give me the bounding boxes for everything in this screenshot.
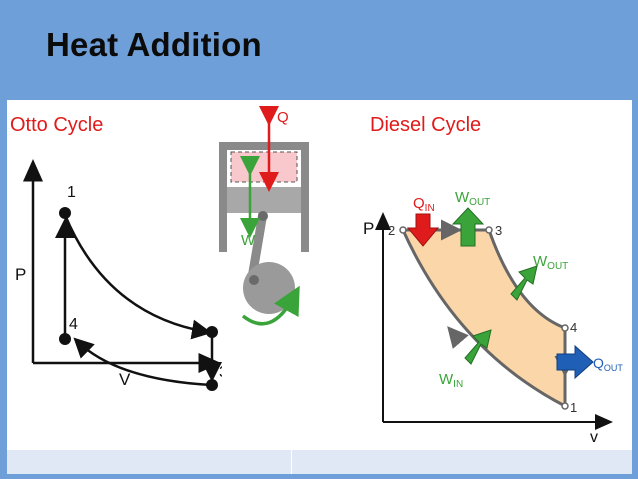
diesel-point-label-2: 2	[388, 223, 395, 238]
otto-p-label: P	[15, 265, 26, 284]
diesel-path-arrow-bottom	[447, 326, 469, 349]
w-in-label: WIN	[439, 371, 463, 390]
diesel-point-2	[399, 226, 407, 234]
cylinder-right-wall	[301, 142, 309, 252]
diesel-point-1	[561, 402, 569, 410]
q-out-label: QOUT	[593, 355, 623, 373]
diesel-pv-diagram: P v 2 3 4 1 QIN WOUT WOUT QOUT WIN	[363, 189, 623, 445]
q-out-arrow	[556, 344, 594, 380]
otto-expansion-curve	[63, 214, 212, 340]
otto-v-label: V	[119, 370, 131, 389]
slide-content: Otto Cycle Diesel Cycle P V 1 4 3	[7, 100, 632, 450]
footer-divider	[291, 450, 292, 474]
cylinder-head	[219, 142, 309, 150]
otto-point-label-1: 1	[67, 184, 76, 201]
slide-title: Heat Addition	[46, 26, 262, 63]
otto-pv-diagram: P V 1 4 3	[15, 159, 222, 391]
w-out-top-arrow	[451, 207, 485, 247]
footer-bar	[7, 450, 632, 474]
diesel-point-4	[561, 324, 569, 332]
otto-point-label-3: 3	[219, 364, 222, 381]
wrist-pin	[258, 211, 268, 221]
gas-chamber	[230, 151, 298, 183]
w-out-right-label: WOUT	[533, 253, 568, 272]
diesel-point-label-3: 3	[495, 223, 502, 238]
w-in-arrow	[464, 329, 492, 365]
diesel-v-label: v	[590, 429, 598, 445]
diesel-cycle-caption: Diesel Cycle	[370, 114, 482, 136]
title-bar: Heat Addition	[0, 0, 638, 100]
otto-compression-curve	[73, 337, 213, 387]
otto-point-1	[59, 207, 71, 219]
piston-q-label: Q	[277, 109, 289, 126]
diesel-point-label-4: 4	[570, 320, 577, 335]
diesel-point-label-1: 1	[570, 400, 577, 415]
otto-cycle-caption: Otto Cycle	[10, 114, 104, 136]
q-in-label: QIN	[413, 195, 435, 214]
otto-point-4	[59, 333, 71, 345]
q-in-arrow	[406, 213, 440, 247]
crank-pin	[249, 275, 259, 285]
piston	[227, 187, 301, 213]
otto-point-label-4: 4	[69, 316, 78, 333]
cylinder-left-wall	[219, 142, 227, 252]
piston-illustration: Q W	[219, 106, 309, 326]
otto-point-3-top	[206, 326, 218, 338]
w-out-right-arrow	[510, 265, 538, 301]
otto-point-3	[206, 379, 218, 391]
w-out-top-label: WOUT	[455, 189, 490, 208]
diesel-p-label: P	[363, 219, 374, 238]
rotation-arrow	[241, 285, 300, 326]
piston-w-label: W	[241, 232, 256, 249]
diesel-point-3	[485, 226, 493, 234]
